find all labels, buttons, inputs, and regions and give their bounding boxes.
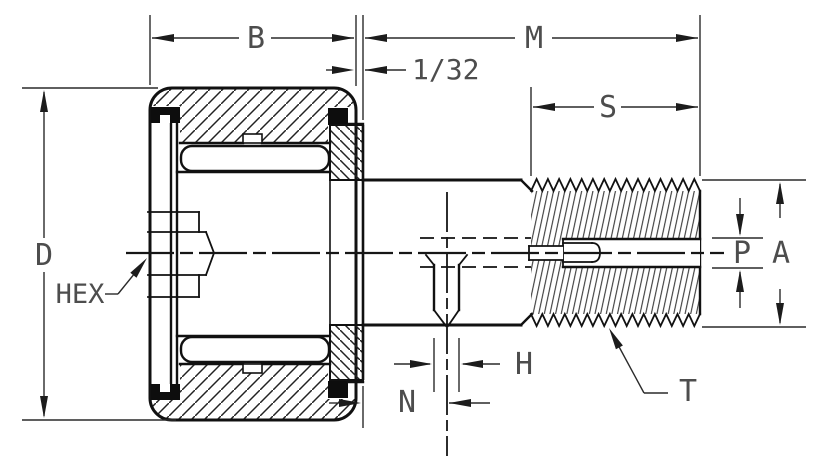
dim-label-a: A: [772, 236, 790, 271]
needle-roller-top: [179, 144, 331, 173]
dim-label-p: P: [733, 236, 751, 271]
dim-a: A: [702, 179, 806, 328]
dim-label-n: N: [398, 385, 416, 420]
dim-s: S: [530, 87, 698, 176]
dim-label-h: H: [515, 347, 533, 382]
callout-t: T: [609, 328, 697, 409]
seals: [151, 107, 365, 400]
dim-label-b: B: [247, 21, 265, 56]
needle-roller-bottom: [179, 335, 331, 364]
dim-m: M: [362, 15, 701, 176]
dim-label-t: T: [679, 374, 697, 409]
dim-d: D: [22, 87, 176, 421]
dimension-annotations: D B M 1/32: [22, 15, 806, 428]
dim-label-hex: HEX: [56, 279, 105, 310]
cam-follower-part: [126, 86, 724, 456]
dim-n: N: [329, 385, 490, 428]
stud-body: [361, 178, 534, 327]
callout-hex: HEX: [56, 258, 147, 310]
dim-1-32: 1/32: [326, 53, 479, 86]
outer-ring-bore: [178, 133, 332, 374]
dim-label-d: D: [35, 238, 53, 273]
hex-socket: [147, 211, 216, 298]
dim-label-m: M: [525, 21, 543, 56]
dim-b: B: [149, 15, 357, 86]
dim-label-1-32: 1/32: [412, 53, 479, 86]
dim-p: P: [712, 198, 763, 308]
dim-label-s: S: [599, 90, 617, 125]
dim-h: H: [394, 338, 533, 392]
